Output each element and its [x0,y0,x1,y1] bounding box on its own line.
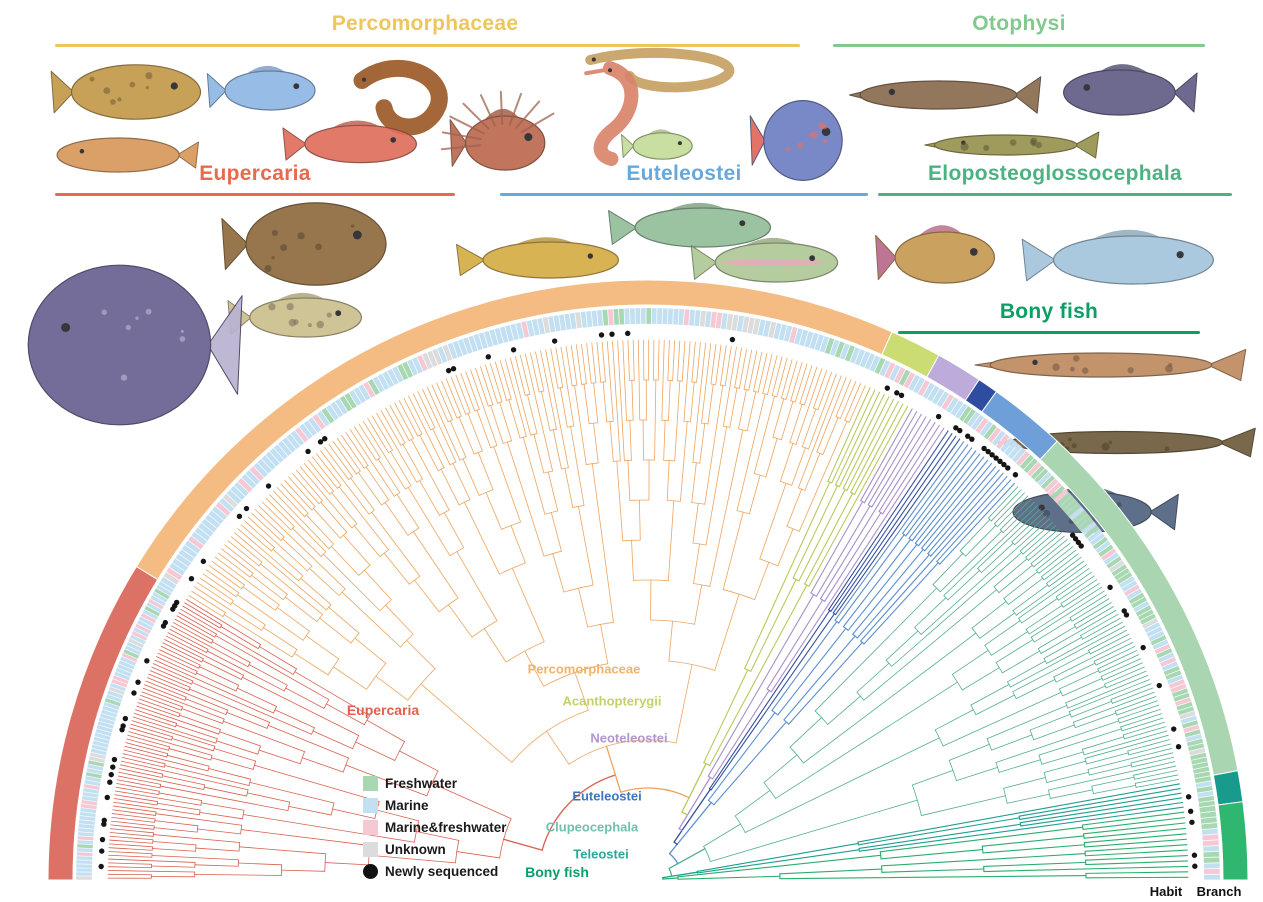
legend-label: Marine&freshwater [385,819,507,835]
phylo-branches [107,339,1189,880]
legend-swatch-icon [363,775,378,791]
fish-glassfish-illustration [621,129,693,160]
fish-flounder-illustration [50,64,202,120]
branch-ring-label: Branch [1196,884,1242,899]
fish-loach-illustration [924,131,1100,159]
tree-label-percomorphaceae: Percomorphaceae [527,661,641,677]
legend-label: Freshwater [385,775,458,791]
fish-ocean-sunfish-illustration [27,264,243,426]
legend-label: Unknown [385,841,446,857]
fish-ribbonfish-illustration [206,65,316,111]
fish-green-trout-illustration [608,202,772,248]
group-header-euteleostei: Euteleostei [626,162,742,185]
group-underline-eupercaria [55,193,455,196]
group-underline-euteleostei [500,193,868,196]
group-underline-bony-fish [898,331,1200,334]
fish-opah-illustration [749,99,843,182]
legend-label: Newly sequenced [385,863,499,879]
fish-betta-illustration [875,225,996,284]
tree-label-bony-fish: Bony fish [525,864,589,880]
group-header-eupercaria: Eupercaria [199,162,311,185]
newly-sequenced-dots [98,330,1198,870]
fish-cusk-eel-illustration [353,59,448,136]
fish-lionfish-illustration [440,90,555,171]
group-underline-percomorphaceae [55,44,800,47]
tree-label-eupercaria: Eupercaria [346,702,420,718]
fish-seahorse-illustration [584,61,639,166]
habit-ring-label: Habit [1149,884,1183,899]
legend-swatch-icon [363,797,378,813]
fish-brown-catfish-illustration [848,76,1042,114]
fish-red-snapper-illustration [282,120,418,164]
tree-label-clupeocephala: Clupeocephala [545,819,639,835]
legend-item: Newly sequenced [363,860,507,882]
tree-label-neoteleostei: Neoteleostei [590,730,668,746]
group-header-percomorphaceae: Percomorphaceae [331,12,519,35]
fish-frogfish-illustration [221,202,387,286]
legend-label: Marine [385,797,429,813]
legend-swatch-icon [363,819,378,835]
fish-gar-illustration [974,348,1247,382]
legend-item: Unknown [363,838,507,860]
legend-item: Marine&freshwater [363,816,507,838]
fish-rainbow-trout-illustration [690,237,839,283]
branch-ring [47,279,1249,881]
group-underline-otophysi [833,44,1205,47]
habit-ring [75,307,1221,880]
group-underline-eloposteoglossocephala [878,193,1232,196]
legend-item: Freshwater [363,772,507,794]
legend-swatch-icon [363,841,378,857]
group-header-bony-fish: Bony fish [999,300,1099,323]
group-header-otophysi: Otophysi [972,12,1066,35]
fish-golden-char-illustration [456,237,620,279]
fish-pipefish-illustration [585,47,735,93]
fish-tonguefish-illustration [56,137,199,173]
fish-pufferfish-illustration [227,292,363,338]
fish-blue-catfish-illustration [1062,64,1198,116]
legend-dot-icon [363,863,378,879]
tree-label-acanthopterygii: Acanthopterygii [562,693,662,709]
tree-label-teleostei: Teleostei [573,846,629,862]
tree-label-euteleostei: Euteleostei [572,788,642,804]
group-header-eloposteoglossocephala: Eloposteoglossocephala [928,162,1182,185]
legend-item: Marine [363,794,507,816]
fish-herring-illustration [1021,229,1214,285]
